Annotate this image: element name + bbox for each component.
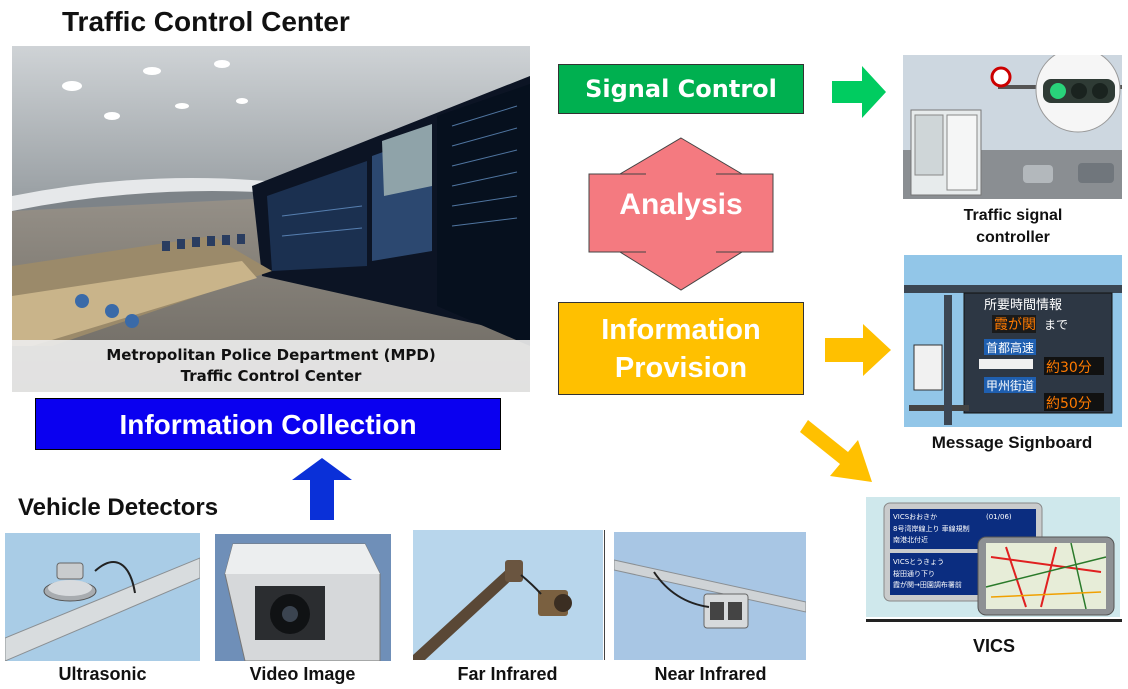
page-title: Traffic Control Center: [62, 6, 350, 37]
vics-p2-title: VICSとうきょう: [893, 558, 944, 566]
message-signboard-label: Message Signboard: [931, 433, 1093, 452]
detector-label-ultrasonic: Ultrasonic: [58, 664, 147, 684]
signboard-header: 所要時間情報: [984, 298, 1062, 313]
vics-label: VICS: [972, 636, 1015, 656]
traffic-signal-label-line1: Traffic signal: [963, 207, 1063, 224]
yellow-diagonal-arrow: [800, 420, 872, 482]
vics-p1-title: VICSおおきか: [893, 513, 937, 521]
signboard-dest: 霞が関: [994, 317, 1036, 333]
information-provision-box: Information Provision: [558, 302, 804, 395]
analysis-label: Analysis: [619, 188, 743, 221]
information-provision-line1: Information: [601, 314, 761, 346]
vics-photo: VICSおおきか (01/06) 8号湾岸線上り 車線規制 南港北付近 VICS…: [866, 497, 1120, 617]
far-infrared-photo: [413, 530, 603, 660]
vics-p2-line1: 桜田通り下り: [893, 569, 935, 578]
detector-label-far-infrared: Far Infrared: [457, 664, 558, 684]
blue-up-arrow: [292, 458, 352, 520]
center-caption: Metropolitan Police Department (MPD) Tra…: [12, 340, 530, 392]
detector-label-video-image: Video Image: [249, 664, 356, 684]
signboard-made: まで: [1044, 318, 1068, 332]
signboard-time2: 約50分: [1046, 396, 1092, 412]
green-right-arrow: [832, 66, 886, 118]
near-infrared-photo: [614, 532, 806, 660]
traffic-signal-label-line2: controller: [976, 229, 1050, 246]
signboard-route1: 首都高速: [986, 340, 1034, 355]
vics-p1-line2: 南港北付近: [893, 535, 928, 544]
center-caption-line1: Metropolitan Police Department (MPD): [106, 346, 436, 364]
signboard-time1: 約30分: [1046, 360, 1092, 376]
message-signboard-photo: 所要時間情報 霞が関 まで 首都高速 約30分 甲州街道 約50分: [904, 255, 1122, 427]
vics-p2-line2: 霞が関→田園調布署前: [893, 580, 962, 589]
signal-control-box: Signal Control: [558, 64, 804, 114]
center-caption-line2: Traffic Control Center: [180, 367, 362, 385]
video-image-photo: [215, 534, 391, 661]
vics-p1-line1: 8号湾岸線上り 車線規制: [893, 524, 970, 533]
traffic-signal-photo: [903, 55, 1122, 199]
analysis-double-arrow: [588, 137, 774, 291]
information-collection-box: Information Collection: [35, 398, 501, 450]
control-center-photo: [12, 46, 530, 392]
traffic-signal-label: Traffic signal controller: [900, 205, 1126, 249]
vics-p1-meta: (01/06): [986, 513, 1012, 521]
detector-divider: [604, 530, 605, 660]
vics-underline: [866, 619, 1122, 622]
signboard-route2: 甲州街道: [986, 379, 1034, 393]
ultrasonic-photo: [5, 533, 200, 661]
vehicle-detectors-title: Vehicle Detectors: [18, 494, 219, 521]
information-provision-line2: Provision: [614, 352, 748, 384]
detector-label-near-infrared: Near Infrared: [654, 664, 767, 684]
yellow-right-arrow: [825, 324, 891, 376]
